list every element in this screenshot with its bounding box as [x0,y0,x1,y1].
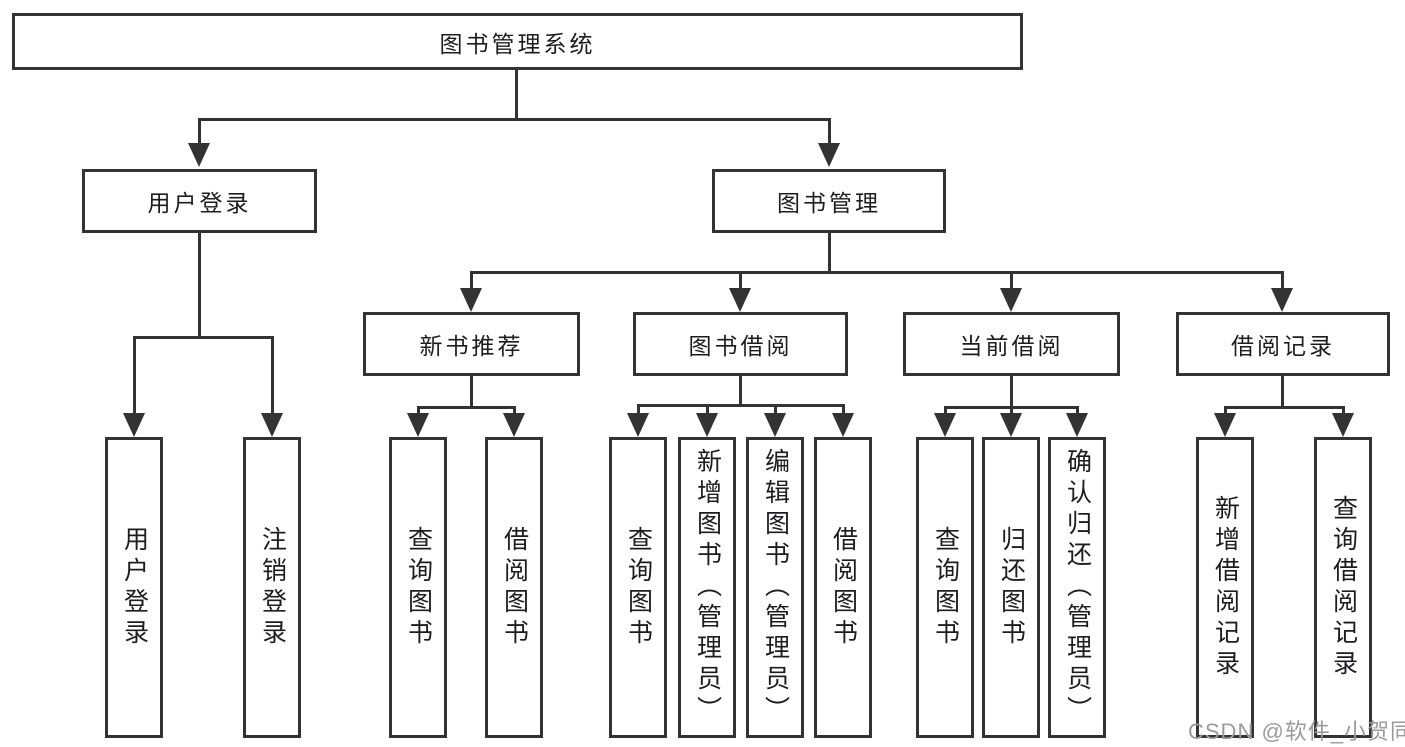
edge-user-login-bus [133,336,274,339]
edge-leaf-bb-query-stem [637,404,640,415]
leaf-bb-add-books-admin-label: 新增图书（管理员） [693,448,722,727]
leaf-bb-edit-books-admin-label: 编辑图书（管理员） [761,448,790,727]
arrow-leaf-bb-query [627,413,649,437]
leaf-bb-add-books-admin: 新增图书（管理员） [678,437,736,738]
edge-leaf-rec-query-stem [417,406,420,415]
edge-leaf-br-add-stem [1224,406,1227,415]
arrow-to-borrow-records [1271,288,1293,312]
arrow-to-new-book [460,288,482,312]
leaf-logout: 注销登录 [243,437,301,738]
leaf-rec-borrow-books: 借阅图书 [485,437,543,738]
arrow-to-current-borrow [1000,288,1022,312]
edge-to-borrow-records-stem [1281,271,1284,291]
edge-borrow-records-trunk [1281,376,1284,409]
leaf-user-login: 用户登录 [105,437,163,738]
node-user-login-label: 用户登录 [147,190,252,216]
node-user-login: 用户登录 [82,169,317,233]
leaf-rec-query-books: 查询图书 [389,437,447,738]
node-book-management-label: 图书管理 [777,190,881,216]
edge-leaf-cb-confirm-stem [1076,406,1079,415]
edge-leaf-rec-borrow-stem [513,406,516,415]
edge-leaf-logout-stem [271,336,274,415]
edge-leaf-user-login-stem [133,336,136,415]
node-root-label: 图书管理系统 [439,30,596,57]
arrow-leaf-bb-borrow [832,413,854,437]
edge-to-book-mgmt-stem [828,118,831,147]
leaf-rec-borrow-books-label: 借阅图书 [500,525,529,650]
leaf-br-query-record-label: 查询借阅记录 [1329,494,1358,681]
leaf-cb-return-books: 归还图书 [982,437,1040,738]
edge-book-mgmt-bus [470,271,1284,274]
arrow-leaf-cb-query [934,413,956,437]
csdn-watermark: CSDN @软件_小贺同学 [1188,719,1405,744]
arrow-leaf-rec-borrow [503,413,525,437]
leaf-bb-borrow-books: 借阅图书 [814,437,872,738]
leaf-cb-query-books: 查询图书 [916,437,974,738]
node-current-borrow-label: 当前借阅 [959,333,1064,359]
arrow-to-book-mgmt [818,143,840,167]
edge-leaf-cb-return-stem [1010,406,1013,415]
edge-borrow-records-bus [1224,406,1345,409]
arrow-leaf-cb-confirm [1066,413,1088,437]
leaf-logout-label: 注销登录 [258,525,287,650]
edge-root-trunk [515,70,518,120]
edge-to-book-borrow-stem [739,271,742,291]
edge-leaf-cb-query-stem [944,406,947,415]
node-current-borrow: 当前借阅 [903,312,1120,376]
node-book-borrow-label: 图书借阅 [688,333,793,359]
node-borrow-records: 借阅记录 [1176,312,1390,376]
leaf-bb-borrow-books-label: 借阅图书 [829,525,858,650]
edge-leaf-bb-add-stem [706,404,709,415]
node-new-book-recommend-label: 新书推荐 [419,333,524,359]
leaf-user-login-label: 用户登录 [120,525,149,650]
edge-current-borrow-trunk [1010,376,1013,409]
arrow-leaf-cb-return [1000,413,1022,437]
arrow-leaf-br-query [1332,413,1354,437]
edge-leaf-bb-edit-stem [774,404,777,415]
edge-leaf-br-query-stem [1342,406,1345,415]
node-book-management: 图书管理 [712,169,946,233]
arrow-leaf-br-add [1214,413,1236,437]
leaf-br-add-record: 新增借阅记录 [1196,437,1254,738]
edge-book-mgmt-trunk [828,233,831,274]
edge-root-bus [198,118,831,121]
node-root: 图书管理系统 [12,13,1023,70]
edge-to-user-login-stem [198,118,201,147]
arrow-to-user-login [188,143,210,167]
node-new-book-recommend: 新书推荐 [363,312,580,376]
node-book-borrow: 图书借阅 [633,312,848,376]
arrow-leaf-bb-add [696,413,718,437]
leaf-rec-query-books-label: 查询图书 [404,525,433,650]
arrow-leaf-user-login [123,413,145,437]
leaf-cb-query-books-label: 查询图书 [931,525,960,650]
edge-leaf-bb-borrow-stem [842,404,845,415]
leaf-cb-confirm-return-admin-label: 确认归还（管理员） [1063,448,1092,727]
edge-user-login-trunk [198,233,201,339]
arrow-leaf-logout [261,413,283,437]
arrow-to-book-borrow [729,288,751,312]
arrow-leaf-rec-query [407,413,429,437]
leaf-bb-edit-books-admin: 编辑图书（管理员） [746,437,804,738]
leaf-cb-return-books-label: 归还图书 [997,525,1026,650]
edge-to-current-borrow-stem [1010,271,1013,291]
leaf-br-query-record: 查询借阅记录 [1314,437,1372,738]
leaf-cb-confirm-return-admin: 确认归还（管理员） [1048,437,1106,738]
edge-to-new-book-stem [470,271,473,291]
leaf-bb-query-books: 查询图书 [609,437,667,738]
node-borrow-records-label: 借阅记录 [1231,333,1335,359]
edge-new-book-trunk [470,376,473,409]
arrow-leaf-bb-edit [764,413,786,437]
edge-book-borrow-trunk [739,376,742,407]
leaf-br-add-record-label: 新增借阅记录 [1211,494,1240,681]
leaf-bb-query-books-label: 查询图书 [624,525,653,650]
edge-book-borrow-bus [637,404,845,407]
edge-new-book-bus [417,406,516,409]
